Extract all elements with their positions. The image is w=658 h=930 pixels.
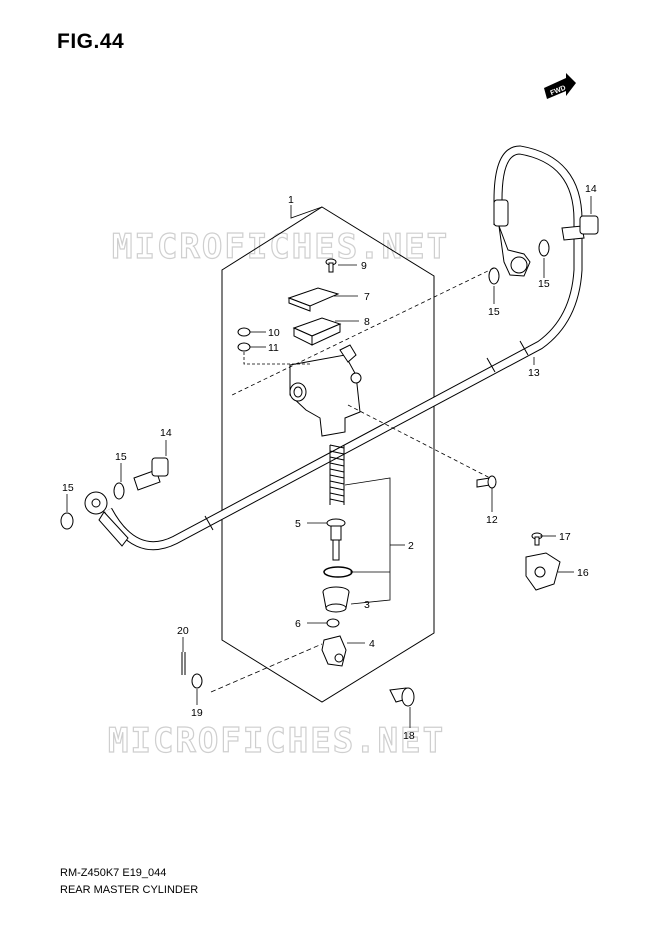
diaphragm [292,317,342,346]
nut [326,618,340,628]
callout-1: 1 [288,194,294,206]
callout-19: 19 [191,707,203,719]
callout-16: 16 [577,567,589,579]
leader-lines [66,196,592,728]
callout-5: 5 [295,518,301,530]
callout-10: 10 [268,327,280,339]
spring [329,444,345,505]
washer-left-inner [113,482,125,500]
push-rod [326,518,346,561]
callout-8: 8 [364,316,370,328]
model-code: RM-Z450K7 E19_044 [60,867,167,879]
screw-17 [531,532,543,546]
banjo-bolt-left [133,457,169,491]
callout-2: 2 [408,540,414,552]
callout-4: 4 [369,638,375,650]
callout-14-left: 14 [160,427,172,439]
clevis [321,635,347,667]
part-10 [237,327,251,337]
circlip-11 [237,342,251,352]
hose-clamp [525,552,561,591]
callout-15-top: 15 [538,278,550,290]
callout-17: 17 [559,531,571,543]
figure-title: FIG.44 [57,30,125,53]
diagram-name: REAR MASTER CYLINDER [60,884,199,896]
washer-top-right [538,239,550,257]
forward-arrow-icon: FWD [544,73,576,99]
banjo-fitting-top [493,199,531,277]
callout-20: 20 [177,625,189,637]
reservoir-cap [287,287,340,312]
watermark-bottom: MICROFICHES.NET [108,721,445,761]
boot [322,586,350,613]
washer-left-outer [60,512,74,530]
screw-9 [325,258,337,273]
banjo-bolt-top [561,215,599,241]
callout-15-left-inner: 15 [115,451,127,463]
callout-13: 13 [528,367,540,379]
callout-14-top: 14 [585,183,597,195]
master-cylinder-body [289,344,362,437]
callout-3: 3 [364,599,370,611]
callout-15-mid: 15 [488,306,500,318]
bolt-12 [476,475,497,489]
callout-15-left-outer: 15 [62,482,74,494]
brake-hose [104,145,583,551]
callout-9: 9 [361,260,367,272]
callout-6: 6 [295,618,301,630]
assembly-outline [221,206,435,703]
callout-11: 11 [268,342,279,354]
callout-18: 18 [403,730,415,742]
cotter-pin [181,652,186,675]
circlip [323,566,353,578]
clevis-pin [389,687,415,707]
banjo-fitting-left [84,491,129,547]
callout-12: 12 [486,514,498,526]
callout-7: 7 [364,291,370,303]
washer-top-mid [488,267,500,285]
washer-19 [191,673,203,689]
